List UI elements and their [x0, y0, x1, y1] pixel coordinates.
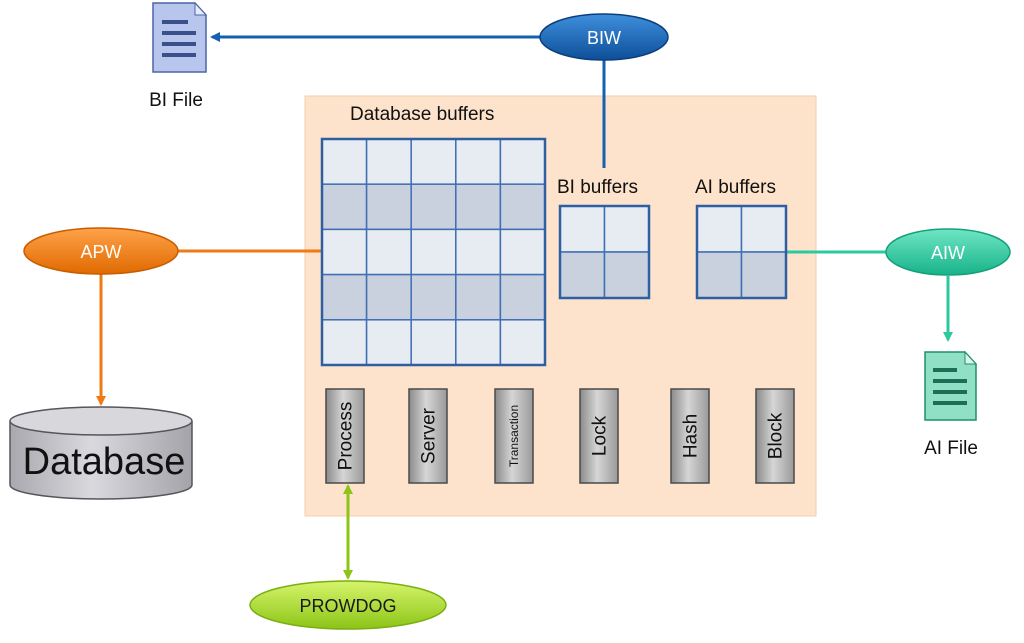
structure-transaction-box [494, 388, 534, 484]
structure-block: Block [755, 388, 795, 484]
structure-hash-label: Hash [681, 414, 702, 458]
prowdog-process: PROWDOG [249, 580, 447, 630]
bi-buffer-cell [603, 205, 650, 253]
structure-hash: Hash [670, 388, 710, 484]
database-buffer-cell [365, 183, 412, 231]
database-buffer-border [320, 137, 547, 367]
database-buffer-cell [321, 228, 368, 276]
database-buffer-cell [365, 319, 412, 366]
structure-lock-box [579, 388, 619, 484]
structure-process-box [325, 388, 365, 484]
biw-process: BIW [539, 13, 669, 61]
database-buffer-cell [499, 319, 546, 366]
database-buffers-label: Database buffers [350, 104, 494, 125]
prowdog-label: PROWDOG [300, 596, 397, 616]
database-buffer-cell [499, 273, 546, 321]
database-buffer-cell [321, 273, 368, 321]
ai-buffer-cell [740, 205, 787, 253]
structure-block-box [755, 388, 795, 484]
bi-buffer-border [558, 204, 651, 300]
database-buffer-cell [410, 319, 457, 366]
ai-buffers-label: AI buffers [695, 177, 776, 198]
database-buffer-cell [455, 138, 502, 185]
bi-buffer-cell [603, 251, 650, 299]
database-buffer-cell [410, 138, 457, 185]
database-buffer-cell [410, 273, 457, 321]
aiw-label: AIW [931, 243, 965, 263]
structure-hash-box [670, 388, 710, 484]
structure-transaction: Transaction [494, 388, 534, 484]
database-buffer-cell [321, 319, 368, 366]
bi-file-document-icon [152, 1, 208, 73]
database-cylinder-icon [9, 406, 193, 500]
database-buffer-cell [321, 138, 368, 185]
database-buffer-cell [410, 228, 457, 276]
database-buffer-cell [455, 228, 502, 276]
ai-buffer-cell [696, 251, 743, 299]
structure-server-label: Server [419, 407, 440, 464]
shared-memory-structures: Process Server Transaction Lock Hash Block [325, 388, 795, 484]
database-buffer-cell [455, 183, 502, 231]
database-buffer-cell [410, 183, 457, 231]
ai-file-document-icon [924, 350, 978, 421]
database-buffer-cell [365, 228, 412, 276]
database-buffer-cell [365, 273, 412, 321]
database-buffer-cell [365, 138, 412, 185]
structure-process-label: Process [336, 402, 357, 471]
aiw-process: AIW [885, 228, 1011, 276]
structure-lock: Lock [579, 388, 619, 484]
database-buffers-grid [320, 137, 547, 367]
database-buffer-cell [321, 183, 368, 231]
bi-buffers-grid [558, 204, 651, 300]
database-buffer-cell [499, 183, 546, 231]
ai-buffers-grid [695, 204, 788, 300]
structure-transaction-label: Transaction [507, 405, 521, 467]
database-buffer-cell [455, 319, 502, 366]
structure-server: Server [408, 388, 448, 484]
structure-lock-label: Lock [590, 415, 611, 456]
ai-buffer-border [695, 204, 788, 300]
bi-file-label: BI File [149, 90, 203, 111]
structure-process: Process [325, 388, 365, 484]
database-buffer-cell [455, 273, 502, 321]
ai-buffer-cell [740, 251, 787, 299]
apw-label: APW [80, 242, 121, 262]
structure-block-label: Block [766, 412, 787, 459]
ai-buffer-cell [696, 205, 743, 253]
database-buffer-cell [499, 138, 546, 185]
bi-buffers-label: BI buffers [557, 177, 638, 198]
biw-label: BIW [587, 28, 621, 48]
ai-file-label: AI File [924, 438, 978, 459]
database-buffer-cell [499, 228, 546, 276]
apw-process: APW [23, 227, 179, 275]
database-label: Database [23, 441, 186, 483]
bi-buffer-cell [559, 205, 606, 253]
bi-buffer-cell [559, 251, 606, 299]
structure-server-box [408, 388, 448, 484]
